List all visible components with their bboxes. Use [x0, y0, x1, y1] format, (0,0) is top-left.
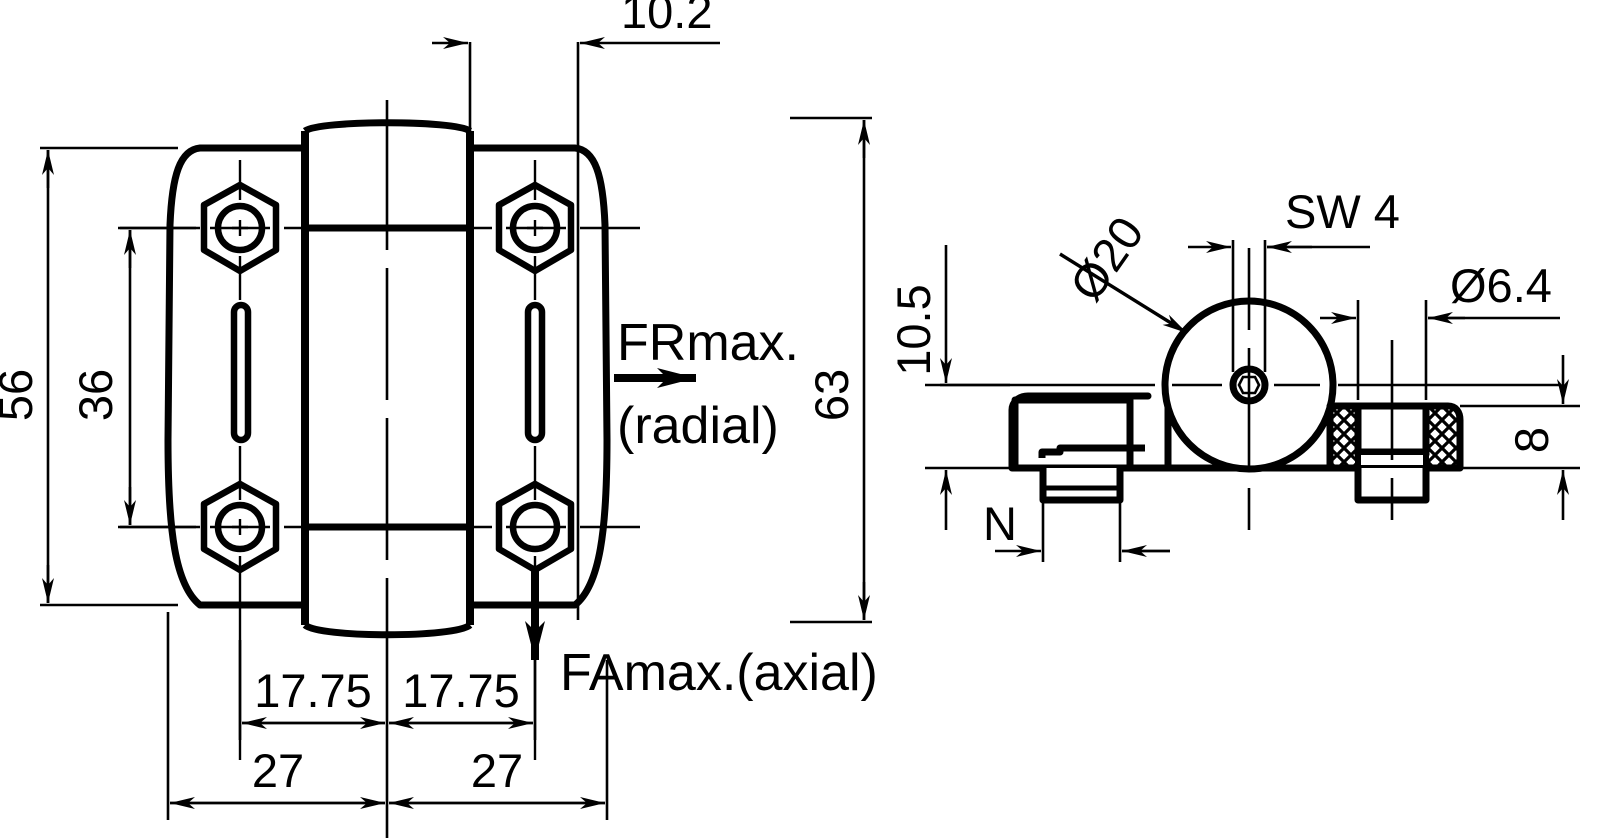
dim-label-27-right: 27	[471, 744, 523, 797]
dim-N: N	[983, 497, 1170, 562]
dim-dia-6-4: Ø6.4	[1320, 259, 1560, 400]
dim-label-63: 63	[805, 369, 858, 421]
right-slot	[524, 301, 546, 444]
dim-label-36: 36	[69, 369, 122, 421]
dim-36: 36	[69, 226, 200, 529]
dim-10-2: 10.2	[432, 0, 720, 620]
side-left-leaf-outer	[1008, 392, 1152, 472]
dim-label-17-75-right: 17.75	[402, 664, 520, 717]
dim-56: 56	[0, 146, 178, 607]
dim-label-27-left: 27	[252, 744, 304, 797]
dim-label-dia-6-4: Ø6.4	[1450, 259, 1552, 312]
force-axial: FAmax.(axial)	[525, 570, 878, 702]
force-label-radial-qualifier: (radial)	[617, 397, 779, 455]
dim-17-75-pair: 17.75 17.75	[238, 640, 537, 740]
side-left-stud	[1039, 468, 1124, 504]
dim-label-sw-4: SW 4	[1285, 185, 1400, 238]
dim-27-pair: 27 27	[166, 612, 609, 820]
dim-label-8: 8	[1505, 427, 1558, 453]
dim-label-56: 56	[0, 369, 42, 421]
force-label-radial: FRmax.	[617, 314, 799, 372]
dim-63: 63	[790, 116, 872, 624]
side-left-leaf	[1011, 396, 1134, 472]
dim-10-5: 10.5	[887, 245, 1010, 530]
dim-label-10-2: 10.2	[621, 0, 712, 38]
dim-sw-4: SW 4	[1188, 185, 1400, 372]
side-view-centerlines	[940, 248, 1560, 530]
left-slot	[230, 301, 252, 444]
side-view	[940, 248, 1560, 530]
dim-label-10-5: 10.5	[887, 284, 940, 375]
force-radial: FRmax. (radial)	[614, 314, 799, 455]
force-label-axial: FAmax.(axial)	[560, 644, 878, 702]
side-left-leaf-inner-step	[1038, 444, 1145, 458]
dim-label-N: N	[983, 497, 1017, 550]
dim-label-17-75-left: 17.75	[254, 664, 372, 717]
dim-8: 8	[1460, 355, 1580, 520]
front-view	[118, 100, 640, 838]
